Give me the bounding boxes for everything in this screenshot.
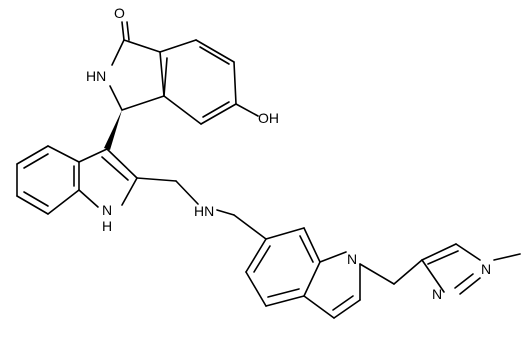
lactam-nh-label: HN	[86, 68, 106, 84]
phenol-oh-label: OH	[258, 110, 279, 126]
indole-hydrogen-label: H	[102, 218, 112, 234]
carbonyl-oxygen-label: O	[114, 5, 125, 21]
indole-nitrogen-label: N	[102, 202, 112, 218]
stereo-wedge	[104, 110, 122, 150]
amine-nh-label: HN	[194, 203, 214, 219]
amine-linker	[216, 209, 267, 240]
imidazole-n3-label: N	[432, 286, 442, 302]
imidazole-n1-label: N	[481, 261, 491, 277]
indole-ring-2	[245, 227, 423, 319]
imidazole-ring	[421, 243, 521, 295]
isoindolinone-ring	[109, 21, 259, 125]
indole2-nitrogen-label: N	[347, 251, 357, 267]
indole-ring-1	[16, 145, 199, 215]
